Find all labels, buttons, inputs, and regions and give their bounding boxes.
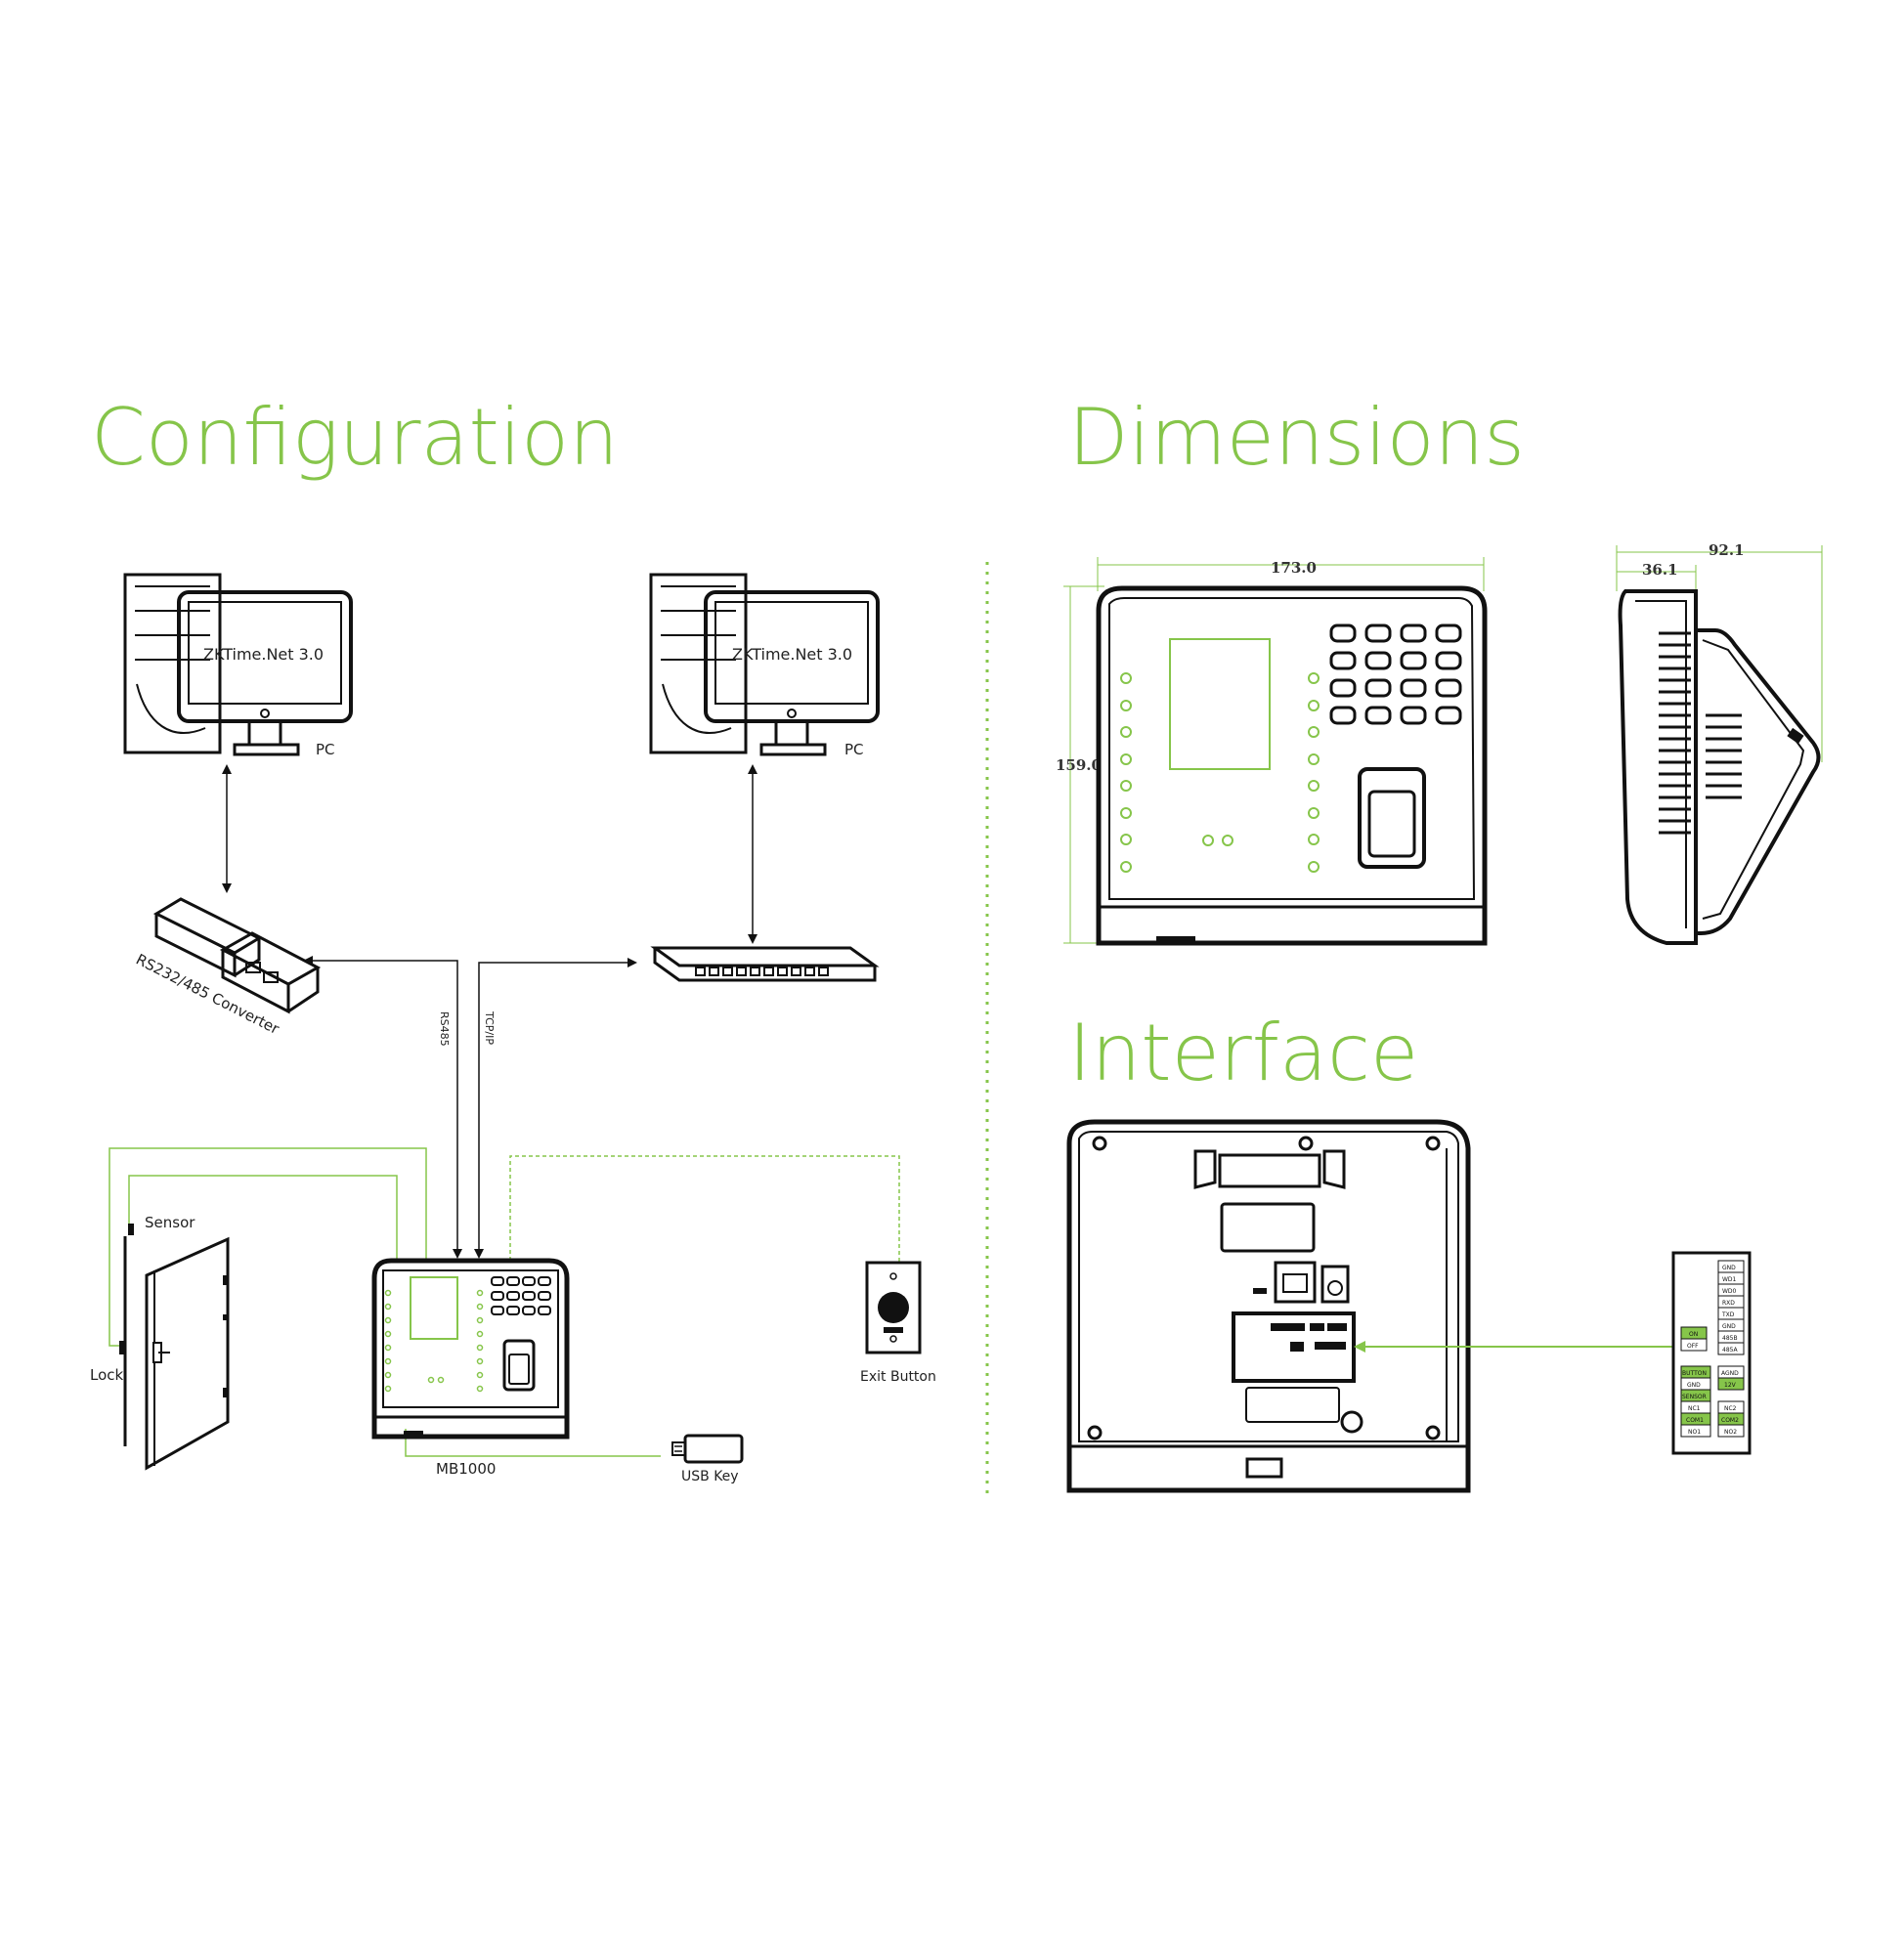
link-rs485: RS485: [303, 956, 462, 1259]
pin-l6: NO1: [1688, 1429, 1701, 1436]
pin-r2: WD1: [1722, 1276, 1737, 1283]
lock-block: [119, 1341, 126, 1354]
sensor-label: Sensor: [145, 1214, 195, 1231]
usb-key: USB Key: [671, 1434, 744, 1484]
front-height-dim: 159.0: [1056, 756, 1102, 774]
link-pc-switch: [748, 764, 757, 944]
front-width-dim: 173.0: [1271, 559, 1317, 577]
exit-button-knob: [878, 1292, 909, 1323]
usb-key-label: USB Key: [681, 1469, 739, 1484]
pin-l2: GND: [1687, 1382, 1701, 1389]
front-screen: [1169, 638, 1271, 770]
mb1000-fingerprint: [502, 1339, 536, 1392]
switch-on: ON: [1689, 1331, 1698, 1338]
side-top-dim: 36.1: [1642, 561, 1678, 579]
dimensions-title: Dimensions: [1068, 392, 1525, 483]
rs232-485-converter: RS232/485 Converter: [133, 897, 322, 1038]
pin-l1: BUTTON: [1682, 1370, 1707, 1377]
switch-off: OFF: [1687, 1343, 1699, 1350]
pc-right: ZKTime.Net 3.0 PC: [649, 573, 880, 758]
dimensions-side-view: 92.1 36.1: [1616, 541, 1823, 945]
pin-l4: NC1: [1688, 1405, 1701, 1412]
pc-left-screen-text: ZKTime.Net 3.0: [203, 645, 324, 664]
front-fingerprint: [1358, 767, 1426, 869]
lock-label: Lock: [90, 1366, 124, 1384]
pin-r6: GND: [1722, 1323, 1736, 1330]
tcpip-label: TCP/IP: [483, 1010, 496, 1045]
pin-b5: NO2: [1724, 1429, 1737, 1436]
sensor-block: [128, 1224, 134, 1235]
link-pc-converter: [222, 764, 232, 893]
pin-r4: RXD: [1722, 1300, 1735, 1307]
exit-button-label: Exit Button: [860, 1369, 936, 1385]
pin-l3: SENSOR: [1682, 1394, 1707, 1400]
pin-r7: 485B: [1722, 1335, 1738, 1342]
pc-right-label: PC: [844, 741, 864, 758]
network-switch: [650, 946, 880, 982]
pin-r5: TXD: [1721, 1311, 1735, 1318]
configuration-title: Configuration: [91, 392, 619, 483]
pin-b4: COM2: [1721, 1417, 1739, 1424]
pin-r8: 485A: [1722, 1347, 1738, 1354]
side-total-dim: 92.1: [1709, 541, 1745, 559]
dimensions-front-view: 173.0 159.0: [1056, 557, 1488, 946]
pc-right-screen-text: ZKTime.Net 3.0: [732, 645, 852, 664]
rs485-label: RS485: [438, 1011, 451, 1047]
pin-l5: COM1: [1686, 1417, 1704, 1424]
pc-left-label: PC: [316, 741, 335, 758]
link-tcpip: TCP/IP: [474, 958, 637, 1259]
pin-r1: GND: [1722, 1265, 1736, 1271]
exit-button: Exit Button: [860, 1261, 936, 1385]
mb1000-screen: [410, 1276, 458, 1340]
pc-left: ZKTime.Net 3.0 PC: [123, 573, 353, 758]
pin-b3: NC2: [1724, 1405, 1737, 1412]
pin-r3: WD0: [1722, 1288, 1737, 1295]
mb1000-label: MB1000: [436, 1460, 496, 1478]
interface-back-view: [1066, 1119, 1673, 1493]
pin-b1: AGND: [1721, 1370, 1739, 1377]
terminal-panel: GND WD1 WD0 RXD TXD GND 485B 485A ON OFF…: [1671, 1251, 1752, 1455]
mb1000-device: MB1000: [371, 1258, 570, 1478]
door: Sensor Lock: [90, 1214, 230, 1471]
pin-b2: 12V: [1724, 1382, 1737, 1389]
interface-title: Interface: [1068, 1008, 1418, 1098]
